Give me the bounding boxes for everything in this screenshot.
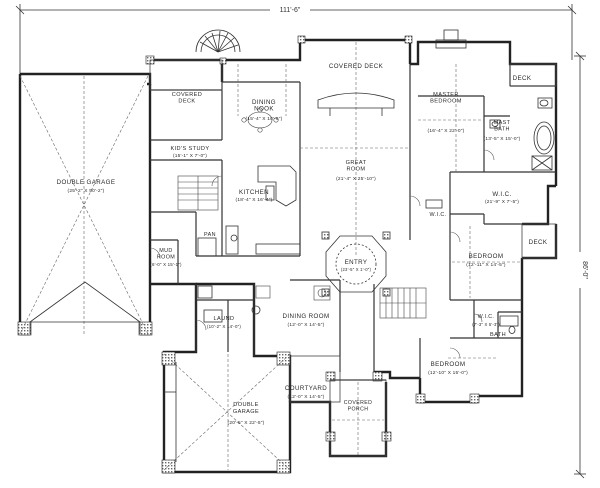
room-courtyard: COURTYARD (12'-0" X 14'-5") xyxy=(285,385,327,400)
room-dimensions: (25'-2" X 50'-2") xyxy=(68,188,105,194)
room-dimensions: (23'-5" X 1'-0") xyxy=(341,267,372,272)
dining-furniture xyxy=(241,107,331,301)
room-name: BEDROOM xyxy=(431,361,466,368)
room-name: COURTYARD xyxy=(285,385,327,392)
room-name: W.I.C. xyxy=(478,314,495,320)
garage-doors xyxy=(29,281,177,462)
room-dimensions: (12'-10" X 15'-0") xyxy=(428,370,468,376)
room-dimensions: (20'-5" X 22'-5") xyxy=(228,420,265,426)
room-dimensions: (21'-9" X 7'-5") xyxy=(485,199,519,205)
room-name: BATH xyxy=(490,332,506,338)
room-name: ENTRY xyxy=(345,259,368,266)
room-name: DOUBLE GARAGE xyxy=(57,179,116,186)
entry-rotunda xyxy=(321,231,391,297)
room-name: KITCHEN xyxy=(239,189,269,196)
room-pan: PAN xyxy=(204,232,216,238)
room-dimensions: (13'-5" X 15'-0") xyxy=(484,136,521,142)
room-dimensions: (15'-1" X 7'-0") xyxy=(173,153,207,159)
room-wic-bed: W.I.C. (7'-3" X 5'-3") xyxy=(472,314,500,327)
room-double-garage-main: DOUBLE GARAGE (25'-2" X 50'-2") xyxy=(57,179,116,194)
room-dining-room: DINING ROOM (12'-0" X 14'-5") xyxy=(282,313,329,328)
room-name: LAUND xyxy=(214,316,235,322)
ceiling-lines xyxy=(19,42,520,471)
spiral-stair xyxy=(195,29,241,53)
room-name: W.I.C. xyxy=(492,191,511,198)
room-name: DECK xyxy=(529,239,548,246)
room-dimensions: (6'-0" X 15'-1") xyxy=(150,262,182,267)
room-name: DECK xyxy=(513,75,532,82)
room-laund: LAUND (10'-2" X 14'-0") xyxy=(207,316,241,329)
stairs xyxy=(177,175,427,319)
deck-outlines xyxy=(149,59,557,457)
room-name: COVERED DECK xyxy=(329,63,384,70)
overall-depth-label: 86'-0" xyxy=(581,261,588,279)
room-dimensions: (18'-4" X 16'-4") xyxy=(236,197,273,203)
room-bedroom-1: BEDROOM (12'-11" X 14'-5") xyxy=(466,253,506,268)
room-dimensions: (7'-3" X 5'-3") xyxy=(472,322,500,327)
room-dimensions: (12'-0" X 14'-5") xyxy=(288,322,325,328)
room-entry: ENTRY (23'-5" X 1'-0") xyxy=(341,259,372,272)
room-bath: BATH xyxy=(490,332,506,338)
room-dimensions: (21'-4" X 25'-10") xyxy=(336,176,376,182)
room-name: DINING ROOM xyxy=(282,313,329,320)
room-name: W.I.C. xyxy=(429,212,446,218)
room-name: BEDROOM xyxy=(469,253,504,260)
room-deck-right: DECK xyxy=(529,239,548,246)
bath-fixtures xyxy=(197,97,555,334)
overall-width-label: 111'-6" xyxy=(280,7,301,14)
room-bedroom-2: BEDROOM (12'-10" X 15'-0") xyxy=(428,361,468,376)
kitchen-fixtures xyxy=(197,165,301,257)
room-name: KID'S STUDY xyxy=(170,146,209,152)
room-covered-deck-top: COVERED DECK xyxy=(329,63,384,70)
room-dimensions: (16'-4" X 22'-0") xyxy=(428,128,465,134)
door-swings xyxy=(149,149,495,359)
room-deck-top-right: DECK xyxy=(513,75,532,82)
room-kids-study: KID'S STUDY (15'-1" X 7'-0") xyxy=(170,146,209,159)
room-dimensions: (12'-11" X 14'-5") xyxy=(466,262,506,268)
room-wic-small: W.I.C. xyxy=(429,212,446,218)
room-dimensions: (12'-0" X 14'-5") xyxy=(288,394,325,400)
room-dimensions: (15'-4" X 10'-6") xyxy=(246,116,283,122)
built-ins xyxy=(317,29,467,209)
room-kitchen: KITCHEN (18'-4" X 16'-4") xyxy=(236,189,273,203)
room-dimensions: (10'-2" X 14'-0") xyxy=(207,324,241,329)
room-wic-master: W.I.C. (21'-9" X 7'-5") xyxy=(485,191,519,205)
room-name: PAN xyxy=(204,232,216,238)
